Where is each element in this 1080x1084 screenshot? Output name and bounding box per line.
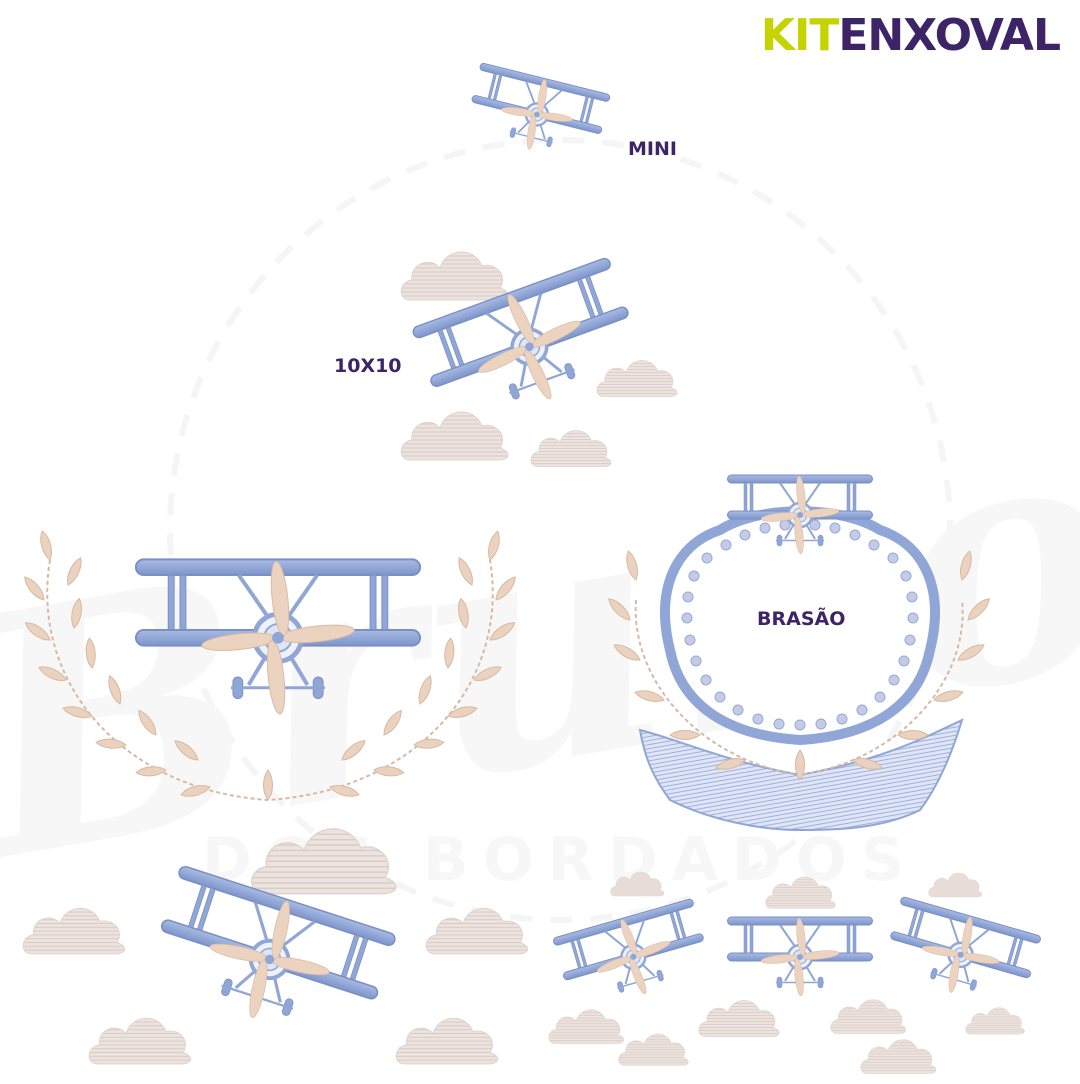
crest-emblem xyxy=(605,506,993,832)
plane-small-center xyxy=(726,915,874,998)
brand-enxoval: ENXOVAL xyxy=(838,10,1061,61)
watermark: Bruno DOS BORDADOS xyxy=(0,137,1080,937)
plane-small-left xyxy=(551,897,716,1016)
brand-logo: KITENXOVAL xyxy=(760,10,1061,61)
plane-small-right xyxy=(878,895,1043,1014)
label-mini: MINI xyxy=(628,138,677,160)
brand-kit: KIT xyxy=(760,10,839,61)
pearl-border xyxy=(681,519,919,731)
laurel-wreath-left xyxy=(20,529,520,802)
label-size: 10X10 xyxy=(334,355,402,377)
label-crest: BRASÃO xyxy=(757,608,846,630)
